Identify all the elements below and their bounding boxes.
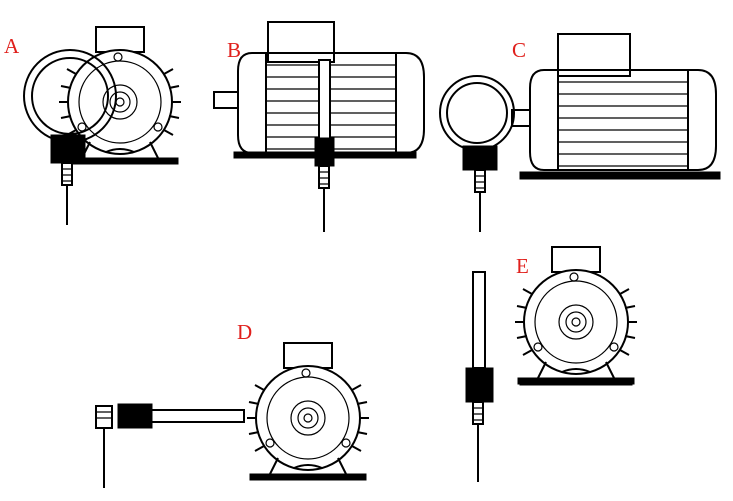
motor-a — [23, 27, 181, 226]
label-a: A — [4, 34, 20, 58]
motor-b — [213, 21, 425, 232]
label-b: B — [227, 38, 242, 62]
label-e: E — [516, 254, 529, 278]
motor-c — [439, 33, 721, 233]
label-c: C — [512, 38, 527, 62]
motor-e — [465, 247, 637, 482]
label-d: D — [237, 320, 253, 344]
motor-d — [95, 343, 369, 488]
